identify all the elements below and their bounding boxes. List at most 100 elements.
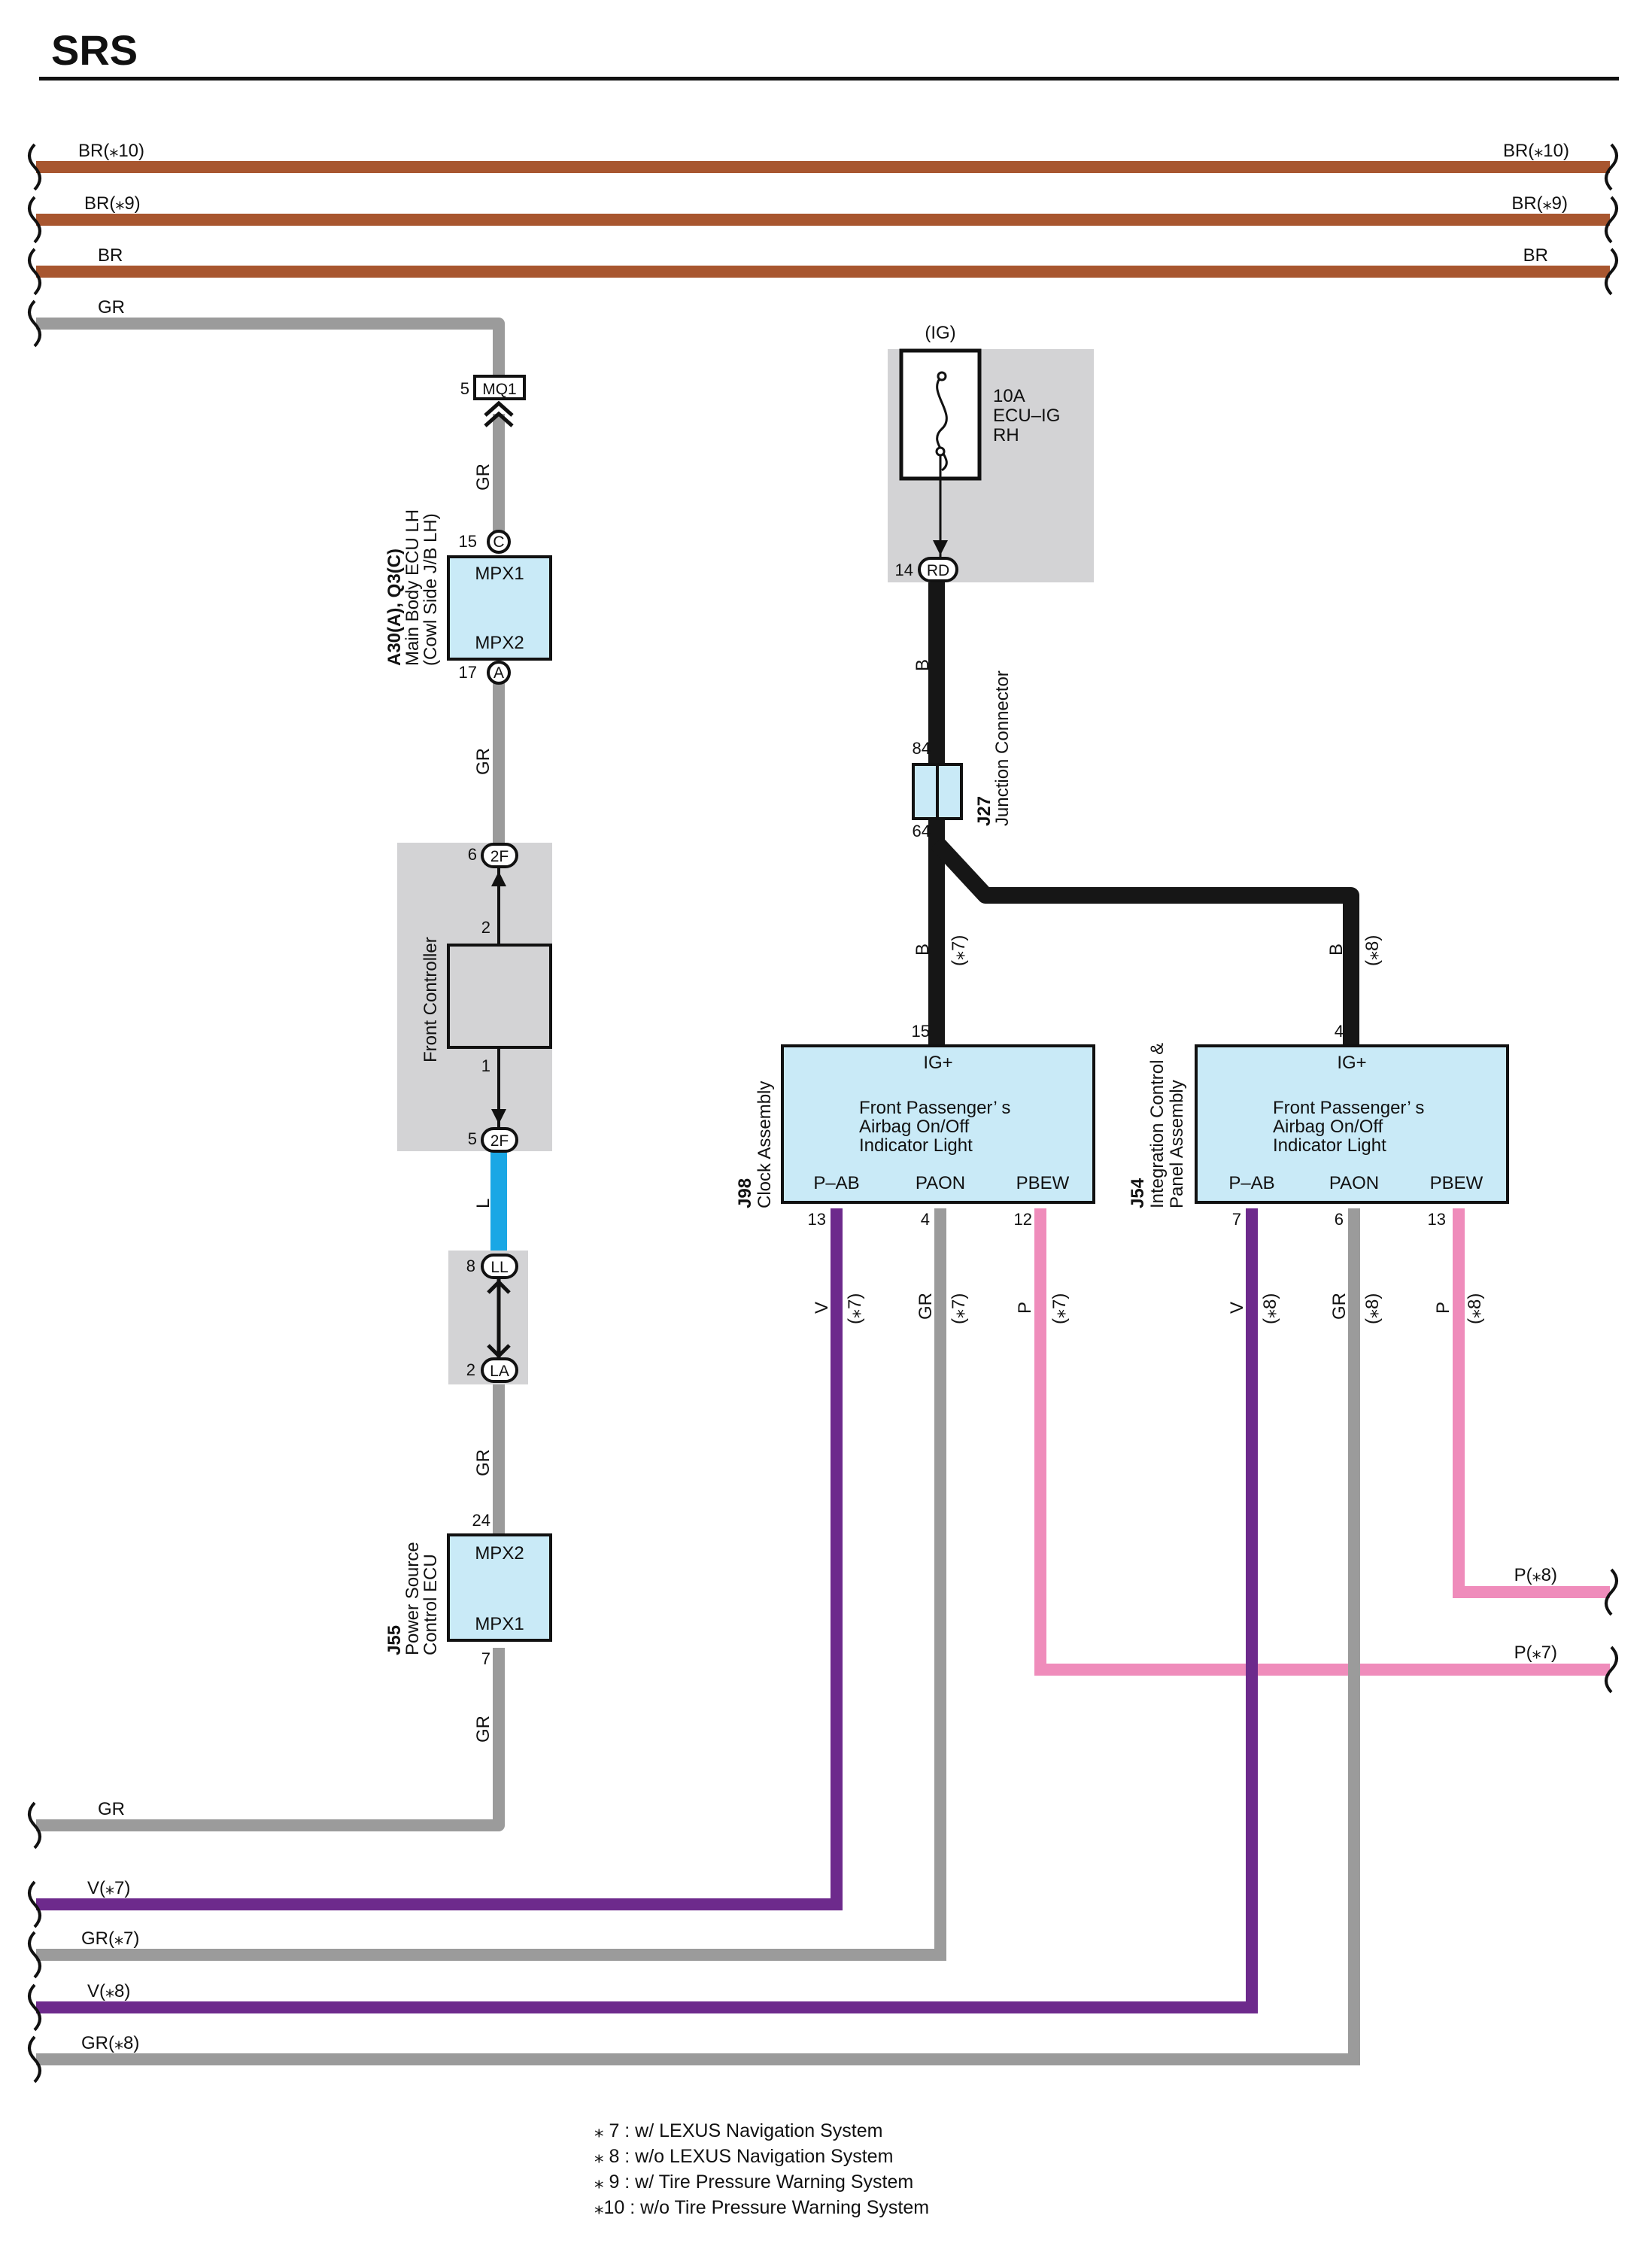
left-label-gr7: GR(⁎7) (81, 1928, 139, 1949)
svg-text:PAON: PAON (1329, 1173, 1379, 1193)
wire-label-gr-c: GR (473, 1449, 493, 1476)
right-label-p8: P(⁎8) (1514, 1565, 1557, 1585)
right-label-br9: BR(⁎9) (1511, 193, 1568, 214)
mq1-connector: 5 MQ1 (460, 375, 526, 427)
wire-label-v-j54: V (1227, 1302, 1247, 1314)
svg-text:13: 13 (808, 1210, 826, 1229)
svg-text:6: 6 (1335, 1210, 1344, 1229)
wire-label-p-j54: P (1433, 1302, 1453, 1314)
svg-text:P–AB: P–AB (1228, 1173, 1274, 1193)
left-label-v8: V(⁎8) (87, 1981, 130, 2001)
svg-text:8: 8 (466, 1257, 475, 1275)
svg-text:5: 5 (468, 1129, 477, 1148)
left-label-v7: V(⁎7) (87, 1878, 130, 1898)
wire-p-j98 (1034, 1208, 1610, 1676)
front-controller-name: Front Controller (421, 937, 441, 1062)
fuse-ecu-ig-rh: (IG) 10A ECU–IG RH 14 RD (895, 323, 1060, 582)
svg-text:4: 4 (1335, 1022, 1344, 1041)
integration-panel-j54: 4 IG+ Front Passenger’ s Airbag On/Off I… (1128, 1022, 1509, 1229)
svg-text:Panel Assembly: Panel Assembly (1167, 1080, 1187, 1208)
svg-text:4: 4 (921, 1210, 930, 1229)
wire-v-j98 (36, 1208, 843, 1910)
svg-text:LL: LL (490, 1259, 508, 1276)
svg-text:Airbag On/Off: Airbag On/Off (1273, 1117, 1383, 1137)
wire-label-gr-d: GR (473, 1716, 493, 1743)
power-source-control-ecu: 24 MPX2 MPX1 7 J55 Power Source Control … (384, 1511, 552, 1668)
wire-label-gr-b: GR (473, 748, 493, 775)
svg-text:PBEW: PBEW (1430, 1173, 1483, 1193)
wire-p-j54 (1453, 1208, 1610, 1598)
svg-text:6: 6 (468, 845, 477, 864)
svg-text:1: 1 (481, 1056, 490, 1075)
gr-wire-top (36, 318, 505, 843)
svg-text:15: 15 (912, 1022, 930, 1041)
br-bus-wires (36, 161, 1610, 278)
main-body-ecu: 15 C MPX1 MPX2 17 A A30(A), Q3(C) Main B… (384, 509, 552, 685)
svg-text:84: 84 (913, 739, 931, 758)
wire-label-b-right: B (1326, 944, 1347, 956)
wire-label-star7-gr: (⁎7) (949, 1293, 969, 1324)
svg-text:15: 15 (459, 532, 477, 551)
clock-assembly-j98: 15 IG+ Front Passenger’ s Airbag On/Off … (735, 1022, 1095, 1229)
svg-text:J54: J54 (1128, 1178, 1148, 1208)
wire-label-star7-v: (⁎7) (845, 1293, 865, 1324)
svg-text:MPX2: MPX2 (475, 1543, 524, 1564)
svg-text:C: C (493, 533, 504, 551)
gr-wire-bottom (36, 1384, 505, 1831)
svg-text:IG+: IG+ (923, 1053, 952, 1073)
svg-text:2F: 2F (490, 848, 509, 865)
page-title: SRS (51, 26, 138, 74)
svg-text:14: 14 (895, 561, 913, 579)
wire-label-star8-gr: (⁎8) (1362, 1293, 1383, 1324)
left-label-gr-bottom: GR (98, 1799, 125, 1819)
right-label-br: BR (1523, 245, 1548, 266)
wire-label-v-j98: V (812, 1302, 832, 1314)
left-label-br9: BR(⁎9) (84, 193, 141, 214)
main-body-ecu-code: A30(A), Q3(C) (384, 549, 405, 666)
legend-item: ⁎ 9 : w/ Tire Pressure Warning System (594, 2171, 913, 2193)
wire-label-b-top: B (913, 659, 933, 671)
svg-text:P–AB: P–AB (813, 1173, 859, 1193)
wire-label-star7-b: (⁎7) (949, 935, 969, 966)
svg-text:2F: 2F (490, 1132, 509, 1150)
svg-text:RD: RD (927, 562, 949, 579)
wire-gr-j98 (36, 1208, 946, 1961)
svg-text:7: 7 (1232, 1210, 1241, 1229)
wire-label-gr-a: GR (473, 463, 493, 491)
svg-text:17: 17 (459, 663, 477, 682)
right-label-br10: BR(⁎10) (1503, 141, 1569, 161)
wire-label-star7-p: (⁎7) (1049, 1293, 1070, 1324)
svg-text:Clock Assembly: Clock Assembly (755, 1081, 775, 1208)
legend: ⁎ 7 : w/ LEXUS Navigation System ⁎ 8 : w… (594, 2120, 929, 2218)
svg-text:Front Passenger’ s: Front Passenger’ s (1273, 1098, 1424, 1118)
svg-text:MPX1: MPX1 (475, 1614, 524, 1634)
wire-label-star8-b: (⁎8) (1362, 935, 1383, 966)
svg-text:Airbag On/Off: Airbag On/Off (859, 1117, 970, 1137)
wire-label-star8-v: (⁎8) (1260, 1293, 1280, 1324)
fuse-rating: 10A (993, 386, 1025, 406)
mq1-label: MQ1 (482, 381, 517, 398)
svg-text:12: 12 (1014, 1210, 1032, 1229)
svg-text:PBEW: PBEW (1016, 1173, 1070, 1193)
fuse-name2: RH (993, 425, 1019, 445)
svg-text:Integration Control &: Integration Control & (1147, 1043, 1168, 1208)
svg-text:Junction Connector: Junction Connector (992, 670, 1013, 826)
main-body-ecu-name2: (Cowl Side J/B LH) (421, 513, 441, 666)
svg-text:LA: LA (490, 1363, 509, 1380)
wire-gr-j54 (36, 1208, 1360, 2065)
left-label-gr-top: GR (98, 297, 125, 318)
left-label-br: BR (98, 245, 123, 266)
fuse-name: ECU–IG (993, 406, 1060, 426)
right-break-marks (1605, 143, 1618, 1694)
svg-text:MPX1: MPX1 (475, 564, 524, 584)
svg-text:7: 7 (481, 1649, 490, 1668)
power-ecu-code: J55 (384, 1625, 405, 1655)
wire-label-star8-p: (⁎8) (1465, 1293, 1485, 1324)
front-controller: 6 2F 2 1 5 2F Front Controller (421, 843, 552, 1153)
left-label-br10: BR(⁎10) (78, 141, 144, 161)
svg-text:2: 2 (481, 918, 490, 937)
svg-text:MPX2: MPX2 (475, 633, 524, 653)
main-body-ecu-name: Main Body ECU LH (402, 509, 423, 666)
svg-text:J98: J98 (735, 1178, 755, 1208)
wire-label-gr-j98: GR (916, 1293, 936, 1320)
